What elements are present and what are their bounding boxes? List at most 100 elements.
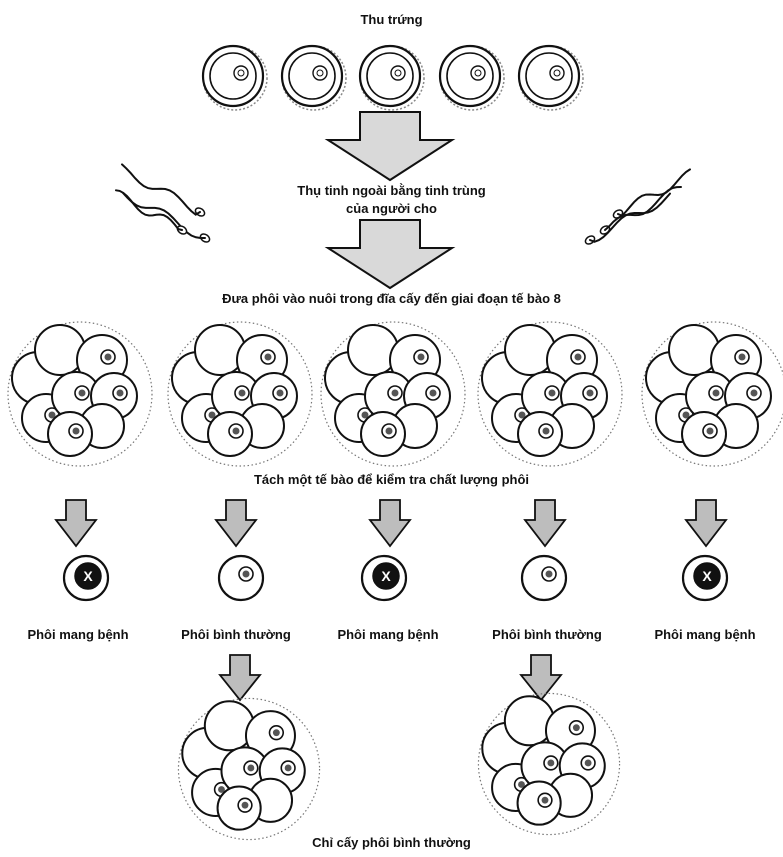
diseased-cell: X [360,554,408,602]
sperm-group [115,163,691,245]
nucleolus [750,389,758,397]
result-label: Phôi mang bệnh [27,627,129,642]
embryo-zona [7,321,153,467]
eight-cell-embryo [477,692,621,836]
result-label: Phôi mang bệnh [654,627,756,642]
egg-membrane [525,52,573,100]
embryo-zona [477,692,621,836]
egg-nucleolus [316,69,324,77]
nucleolus [429,389,437,397]
small-down-arrow [54,499,98,548]
defect-marker: X [702,568,712,584]
egg-nucleolus [237,69,245,77]
nucleolus [706,427,714,435]
sperm [122,191,211,243]
sperm-cluster-right [584,168,691,245]
eight-cell-embryo [477,321,623,467]
nucleolus [48,411,56,419]
nucleolus [385,427,393,435]
egg-membrane [366,52,414,100]
nucleolus [417,353,425,361]
defect-marker: X [381,568,391,584]
nucleolus [586,389,594,397]
diseased-nucleus [372,562,400,590]
nucleolus [242,570,250,578]
small-down-arrow [214,499,258,548]
step-culture-label: Đưa phôi vào nuôi trong đĩa cấy đến giai… [222,291,561,306]
normal-cell [217,554,265,602]
egg-nucleus [312,65,328,81]
nucleolus [238,389,246,397]
sperm [115,189,188,235]
nucleolus [247,764,255,772]
nucleolus [391,389,399,397]
eight-cell-embryo [320,321,466,467]
eight-cell-embryo-row [7,321,783,467]
sperm-cluster-left [115,163,211,243]
diseased-nucleus [74,562,102,590]
egg-nucleolus [394,69,402,77]
sperm-tail [589,192,671,243]
normal-cell [520,554,568,602]
process-arrows [54,111,728,702]
egg [201,44,268,111]
nucleolus [548,389,556,397]
nucleolus [518,781,525,788]
egg-nucleus [233,65,249,81]
step-fertilization-label-line2: của người cho [346,201,437,216]
small-down-arrow [684,499,728,548]
small-down-arrow [523,499,567,548]
egg-membrane [209,52,257,100]
nucleolus [682,411,690,419]
nucleolus [72,427,80,435]
egg-nucleus [470,65,486,81]
egg [280,44,347,111]
embryo-zona [177,697,321,841]
nucleolus [542,427,550,435]
transferred-embryo-row [177,692,621,841]
step-fertilization-label-line1: Thụ tinh ngoài bằng tinh trùng [297,183,486,198]
eight-cell-embryo [167,321,313,467]
nucleolus [518,411,526,419]
result-label: Phôi bình thường [492,627,602,642]
nucleolus [276,389,284,397]
egg [358,44,425,111]
result-label: Phôi bình thường [181,627,291,642]
sperm [584,192,671,245]
nucleolus [218,786,225,793]
nucleolus [208,411,216,419]
nucleolus [545,570,553,578]
embryo-zona [167,321,313,467]
egg-nucleolus [553,69,561,77]
diseased-nucleus [693,562,721,590]
embryo-zona [320,321,466,467]
nucleolus [241,801,249,809]
nucleolus [572,724,580,732]
nucleolus [361,411,369,419]
nucleolus [738,353,746,361]
small-down-arrow [218,654,262,702]
step-biopsy-label: Tách một tế bào để kiểm tra chất lượng p… [253,472,530,487]
small-down-arrow [368,499,412,548]
eight-cell-embryo [7,321,153,467]
sperm-tail [115,189,183,231]
nucleolus [541,796,549,804]
sperm [612,168,691,219]
nucleolus [264,353,272,361]
nucleolus [574,353,582,361]
step-transfer-label: Chỉ cấy phôi bình thường [312,835,471,850]
step-egg-collection-label: Thu trứng [360,12,423,27]
nucleolus [272,729,280,737]
sperm-tail [121,163,201,216]
nucleolus [712,389,720,397]
small-down-arrow [519,654,563,702]
sperm-tail [122,191,206,239]
nucleolus [547,759,555,767]
diseased-cell: X [62,554,110,602]
egg-nucleolus [474,69,482,77]
nucleolus [78,389,86,397]
defect-marker: X [83,568,93,584]
nucleolus [116,389,124,397]
